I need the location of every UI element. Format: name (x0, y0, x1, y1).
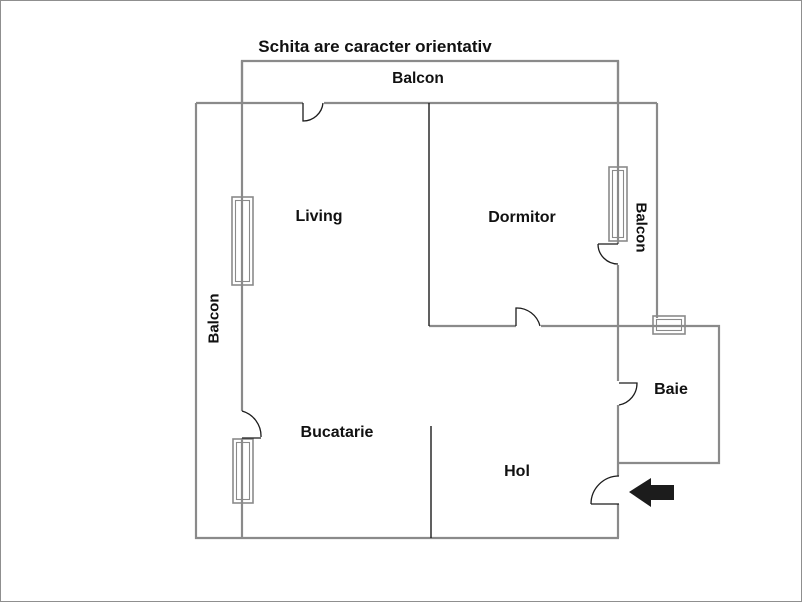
label-hol: Hol (504, 463, 530, 480)
wall-outer-left-bottom (194, 103, 619, 540)
window-living-inner (234, 199, 251, 283)
door-baie (618, 382, 638, 406)
door-entrance (590, 475, 620, 505)
label-living: Living (295, 208, 343, 225)
doors (241, 102, 638, 505)
wall-baie (619, 324, 721, 465)
label-baie: Baie (654, 381, 688, 398)
window-baie-inner (655, 318, 683, 332)
windows (231, 166, 686, 504)
partitions (428, 103, 432, 538)
label-balcony-right: Balcon (632, 202, 650, 253)
door-balcony-left (241, 410, 262, 439)
door-balcony-top (302, 102, 324, 122)
entrance-arrow-icon (629, 478, 674, 507)
window-dormitor-inner (611, 169, 625, 239)
label-dormitor: Dormitor (488, 209, 556, 226)
window-dormitor-outer (608, 166, 628, 242)
window-baie-outer (652, 315, 686, 335)
window-living-outer (231, 196, 254, 286)
window-bucatarie-outer (232, 438, 254, 504)
label-bucatarie: Bucatarie (300, 424, 374, 441)
label-balcony-top: Balcon (392, 70, 444, 87)
door-dormitor (515, 307, 541, 327)
window-bucatarie-inner (235, 441, 251, 501)
walls (194, 59, 721, 540)
plan-title: Schita are caracter orientativ (258, 37, 492, 56)
door-balcony-right (597, 243, 619, 265)
label-balcony-left: Balcon (205, 293, 223, 344)
